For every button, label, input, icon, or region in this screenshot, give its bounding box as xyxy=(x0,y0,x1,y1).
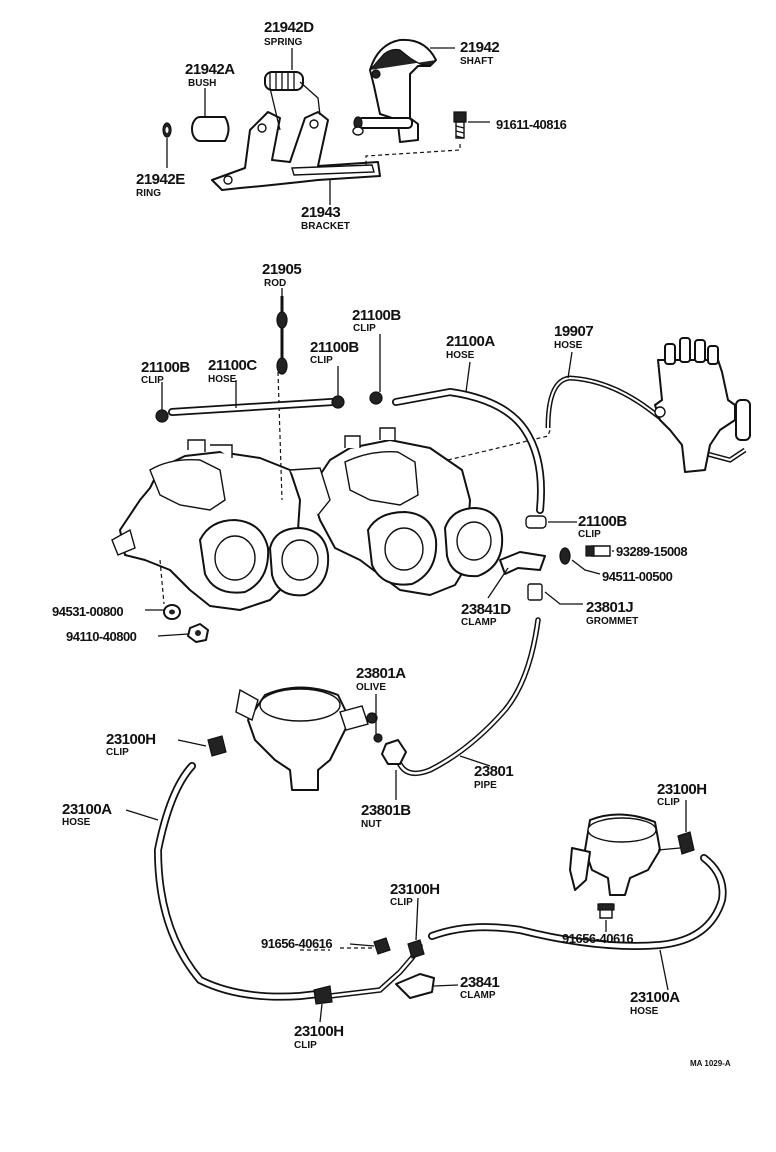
nut-washer-drawing xyxy=(163,604,209,643)
callout-name: HOSE xyxy=(630,1006,659,1017)
callout-number: 21100B xyxy=(578,513,627,530)
callout-number: 23100A xyxy=(630,989,680,1006)
callout-name: CLIP xyxy=(657,797,680,808)
callout-number: 23841 xyxy=(460,974,499,991)
callout-number: 23100H xyxy=(657,781,707,798)
callout-number: 94110-40800 xyxy=(66,629,137,644)
carburetor-assembly-drawing xyxy=(111,371,551,611)
callout-number: 21942A xyxy=(185,61,235,78)
callout-number: 23841D xyxy=(461,601,511,618)
leader-lines xyxy=(125,47,687,1023)
vacuum-hose-21100a xyxy=(392,387,545,514)
callout-name: BUSH xyxy=(188,78,216,89)
callout-labels: 21942D SPRING 21942 SHAFT 21942A BUSH 91… xyxy=(52,19,731,1068)
callout-name: CLIP xyxy=(390,897,413,908)
callout-number: 21100C xyxy=(208,357,257,374)
callout-name: CLIP xyxy=(141,375,164,386)
callout-number: 23801 xyxy=(474,763,513,780)
throttle-linkage-group xyxy=(162,38,467,191)
vacuum-hose-21100c xyxy=(155,391,383,423)
callout-number: 91656-40616 xyxy=(261,936,332,951)
callout-name: OLIVE xyxy=(356,682,386,693)
bush-drawing xyxy=(191,116,230,142)
callout-number: 93289-15008 xyxy=(616,544,687,559)
callout-number: 23100H xyxy=(390,881,440,898)
callout-name: CLIP xyxy=(353,323,376,334)
callout-name: BRACKET xyxy=(301,221,350,232)
callout-number: 23100H xyxy=(106,731,156,748)
ring-drawing xyxy=(162,122,172,138)
callout-name: GROMMET xyxy=(586,616,638,627)
callout-name: HOSE xyxy=(208,374,237,385)
callout-number: 21905 xyxy=(262,261,301,278)
callout-name: HOSE xyxy=(554,340,583,351)
callout-name: NUT xyxy=(361,819,382,830)
spring-drawing xyxy=(264,71,321,131)
callout-number: 19907 xyxy=(554,323,593,340)
callout-name: CLIP xyxy=(310,355,333,366)
rod-drawing xyxy=(276,296,288,375)
callout-name: RING xyxy=(136,188,161,199)
callout-number: 21943 xyxy=(301,204,340,221)
distributor-drawing xyxy=(654,337,751,473)
fuel-hose-23100a-left xyxy=(153,762,322,1001)
fuel-pump-drawing xyxy=(235,686,383,791)
callout-name: CLAMP xyxy=(461,617,497,628)
callout-number: 21100B xyxy=(141,359,190,376)
figure-reference: MA 1029-A xyxy=(690,1059,731,1068)
callout-number: 23801B xyxy=(361,802,411,819)
callout-name: CLIP xyxy=(578,529,601,540)
callout-number: 21100B xyxy=(310,339,359,356)
callout-name: HOSE xyxy=(446,350,475,361)
callout-number: 94511-00500 xyxy=(602,569,673,584)
bolt-drawing xyxy=(453,111,467,139)
callout-number: 21100B xyxy=(352,307,401,324)
callout-number: 23801J xyxy=(586,599,633,616)
clip-23100h-upper xyxy=(207,735,227,757)
callout-number: 91656-40616 xyxy=(562,931,633,946)
callout-number: 23100A xyxy=(62,801,112,818)
callout-name: CLIP xyxy=(294,1040,317,1051)
callout-name: SHAFT xyxy=(460,56,493,67)
fuel-hose-23100a-right xyxy=(428,854,727,950)
callout-name: HOSE xyxy=(62,817,91,828)
fuel-line-lower xyxy=(300,937,435,1005)
callout-number: 21942 xyxy=(460,39,499,56)
callout-name: SPRING xyxy=(264,37,303,48)
shaft-drawing xyxy=(352,38,437,143)
callout-number: 91611-40816 xyxy=(496,117,567,132)
fitting-group-right xyxy=(499,515,611,601)
callout-name: CLIP xyxy=(106,747,129,758)
callout-number: 21942D xyxy=(264,19,314,36)
callout-number: 23801A xyxy=(356,665,406,682)
callout-number: 94531-00800 xyxy=(52,604,123,619)
callout-number: 21100A xyxy=(446,333,495,350)
callout-name: ROD xyxy=(264,278,286,289)
fuel-filter-pump-drawing xyxy=(569,813,695,919)
callout-number: 23100H xyxy=(294,1023,344,1040)
callout-name: PIPE xyxy=(474,780,497,791)
callout-number: 21942E xyxy=(136,171,185,188)
callout-name: CLAMP xyxy=(460,990,496,1001)
fuel-pipe-23801 xyxy=(381,617,541,777)
